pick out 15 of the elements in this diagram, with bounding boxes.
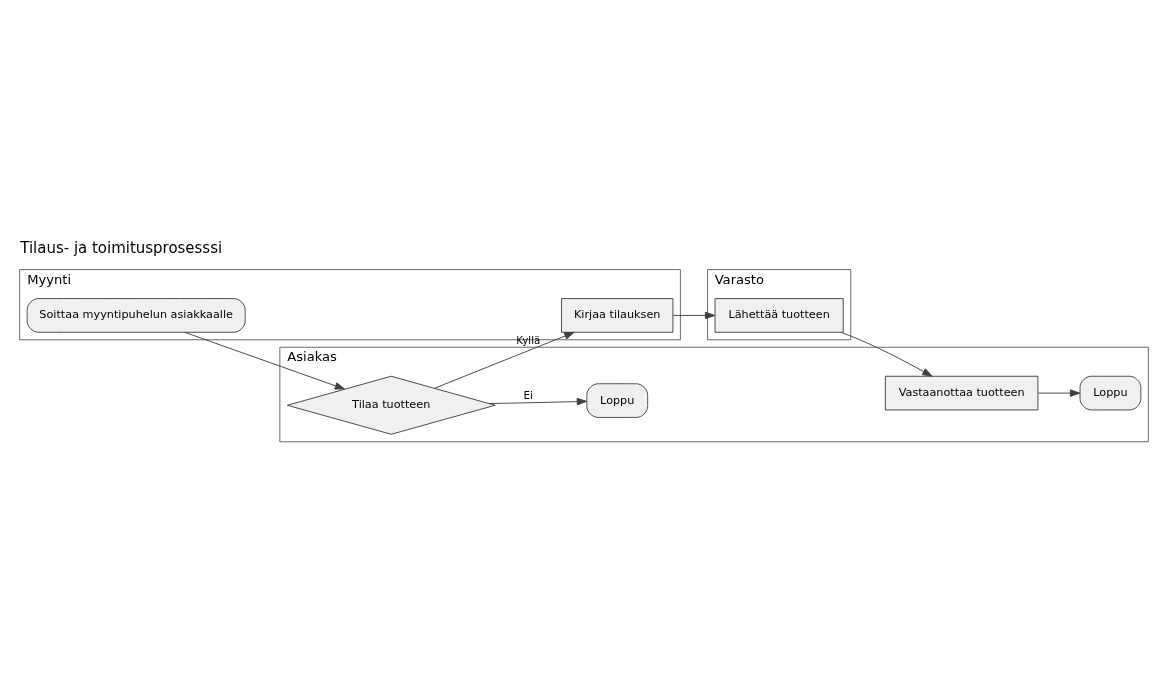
arrow [840,331,933,377]
node-box: Vastaanottaa tuotteen [884,375,1039,410]
node-box: Loppu [1079,375,1142,410]
node-box: Kirjaa tilauksen [561,297,674,333]
arrow [672,311,716,319]
arrow [1037,388,1081,397]
node-box: Lähettää tuotteen [714,297,844,333]
arrow [434,331,575,389]
node-diamond: Tilaa tuotteen [286,375,496,435]
node-box: Soittaa myyntipuhelun asiakkaalle [26,297,246,333]
node-box: Loppu [586,382,649,418]
edge-label: Ei [523,388,533,401]
diagram-title: Tilaus- ja toimitusprosesssi [20,238,223,257]
arrow [184,331,346,390]
arrow [488,397,588,405]
